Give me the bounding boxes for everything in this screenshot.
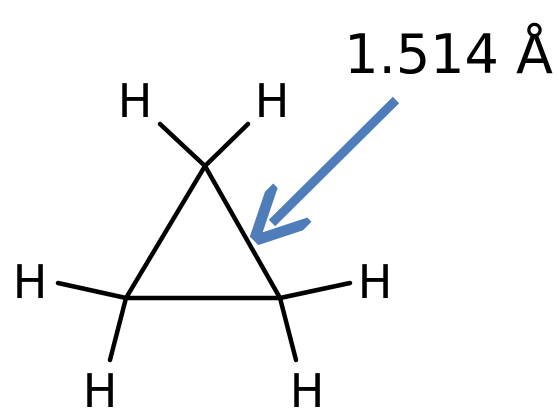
bond-top-right [202,121,251,169]
atom-label-bottom-right: H [290,364,325,414]
bond-bottom-left [107,295,129,363]
annotation-arrow [272,96,400,223]
atom-label-top-left: H [118,74,153,128]
atom-label-bottom-left: H [83,364,118,414]
hydrogen-labels: H H H H H H [13,74,393,414]
ring-bond-left [123,163,208,301]
hydrogen-bonds [55,121,353,363]
atom-label-top-right: H [255,74,290,128]
ring-bond-right [202,163,283,301]
atom-label-mid-left: H [13,255,48,309]
bond-mid-right [277,280,353,301]
bond-length-label: 1.514 Å [344,22,553,86]
bond-top-left [157,121,208,169]
bond-mid-left [55,280,129,301]
bond-bottom-right [277,295,299,363]
atom-label-mid-right: H [358,255,393,309]
ring-bonds [123,163,283,301]
